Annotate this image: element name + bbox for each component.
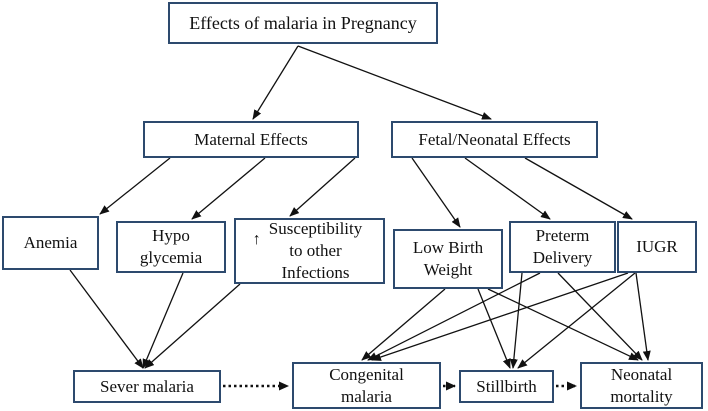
iugr-box: IUGR: [617, 221, 697, 273]
arrow-lbw-to-neonatal: [487, 288, 639, 361]
low-birth-weight-label: Low Birth Weight: [412, 238, 484, 279]
arrow-maternal-to-anemia: [99, 157, 171, 215]
stillbirth-box: Stillbirth: [459, 370, 554, 403]
arrow-anemia-to-severe: [69, 269, 144, 369]
arrow-preterm-to-still: [509, 272, 523, 369]
stillbirth-label: Stillbirth: [476, 376, 537, 396]
up-arrow-icon: ↑: [252, 231, 261, 248]
maternal-effects-label: Maternal Effects: [194, 129, 308, 149]
iugr-label: IUGR: [636, 237, 678, 256]
fetal-neonatal-effects-label: Fetal/Neonatal Effects: [418, 129, 571, 149]
arrow-hypo-to-severe: [142, 272, 184, 369]
maternal-effects-box: Maternal Effects: [143, 121, 359, 158]
anemia-box: Anemia: [2, 216, 99, 270]
title-text: Effects of malaria in Pregnancy: [189, 13, 417, 33]
arrow-preterm-to-neonatal: [557, 272, 643, 361]
susceptibility-text: ↑ Susceptibility to other Infections: [253, 218, 363, 284]
hypoglycemia-box: Hypo glycemia: [116, 221, 226, 273]
arrow-fetal-to-iugr: [524, 157, 633, 220]
arrow-lbw-to-congen: [361, 288, 446, 361]
susceptibility-box: ↑ Susceptibility to other Infections: [234, 218, 385, 284]
arrow-preterm-to-congen: [367, 272, 541, 361]
susceptibility-label: Susceptibility to other Infections: [268, 219, 363, 282]
arrow-title-to-fetal: [297, 45, 492, 120]
arrow-suscept-to-severe: [144, 283, 241, 369]
preterm-delivery-label: Preterm Delivery: [532, 226, 593, 267]
arrow-maternal-to-hypo: [191, 157, 266, 220]
neonatal-mortality-box: Neonatal mortality: [580, 362, 703, 409]
neonatal-mortality-label: Neonatal mortality: [610, 364, 673, 406]
arrow-lbw-to-still: [477, 288, 511, 369]
congenital-malaria-label: Congenital malaria: [329, 364, 404, 406]
congenital-malaria-box: Congenital malaria: [292, 362, 441, 409]
preterm-delivery-box: Preterm Delivery: [509, 221, 616, 273]
low-birth-weight-box: Low Birth Weight: [393, 229, 503, 289]
arrow-fetal-to-preterm: [464, 157, 551, 220]
arrow-fetal-to-lbw: [411, 157, 461, 228]
arrow-iugr-to-neonatal: [635, 272, 651, 361]
arrow-maternal-to-suscept: [289, 157, 356, 217]
solid-arrows: [69, 45, 651, 369]
arrow-title-to-maternal: [252, 45, 299, 120]
anemia-label: Anemia: [23, 233, 78, 252]
title-box: Effects of malaria in Pregnancy: [168, 2, 438, 44]
arrow-iugr-to-still: [517, 272, 636, 369]
arrow-iugr-to-congen: [371, 272, 629, 361]
severe-malaria-box: Sever malaria: [73, 370, 221, 403]
hypoglycemia-label: Hypo glycemia: [139, 226, 203, 267]
severe-malaria-label: Sever malaria: [100, 376, 194, 396]
fetal-neonatal-effects-box: Fetal/Neonatal Effects: [391, 121, 598, 158]
